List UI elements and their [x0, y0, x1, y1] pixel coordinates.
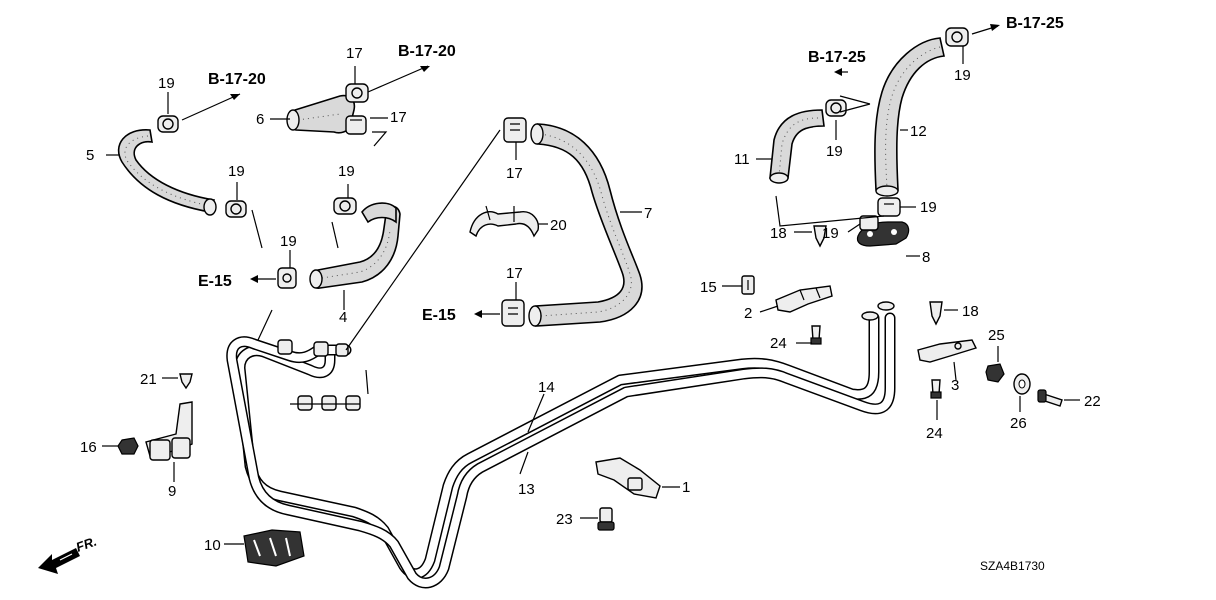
ref-b-17-25-top: B-17-25 [1006, 15, 1064, 32]
hose-4 [309, 202, 401, 289]
clip-17-b [345, 115, 367, 135]
callout-24-b: 24 [926, 425, 943, 442]
callout-19-h: 19 [822, 225, 839, 242]
callout-17-a: 17 [346, 45, 363, 62]
clip-18-a [813, 225, 827, 248]
callout-23: 23 [556, 511, 573, 528]
front-arrow-icon [38, 548, 80, 574]
hose-12 [874, 37, 945, 197]
bolt-24-b [930, 379, 942, 399]
bracket-3 [917, 339, 977, 363]
callout-17-c: 17 [506, 165, 523, 182]
clip-19-g [877, 197, 901, 217]
washer-26 [1013, 373, 1031, 395]
callout-24-a: 24 [770, 335, 787, 352]
callout-1: 1 [682, 479, 690, 496]
callout-19-f: 19 [954, 67, 971, 84]
ref-e-15-left: E-15 [198, 273, 232, 290]
callout-3: 3 [951, 377, 959, 394]
clip-18-b [929, 301, 943, 326]
bolt-22 [1037, 389, 1063, 407]
hose-6 [286, 94, 356, 134]
clip-19-c [333, 197, 357, 215]
ref-b-17-20-top: B-17-20 [398, 43, 456, 60]
callout-15: 15 [700, 279, 717, 296]
callout-22: 22 [1084, 393, 1101, 410]
callout-5: 5 [86, 147, 94, 164]
ref-arrows [181, 24, 1000, 318]
callout-7: 7 [644, 205, 652, 222]
callout-17-d: 17 [506, 265, 523, 282]
clip-15 [741, 275, 755, 295]
pipe-13 [234, 312, 880, 580]
clip-19-h [859, 215, 879, 231]
bracket-1 [595, 457, 661, 499]
callout-19-c: 19 [338, 163, 355, 180]
callout-4: 4 [339, 309, 347, 326]
callout-2: 2 [744, 305, 752, 322]
bracket-2 [775, 285, 833, 313]
callout-21: 21 [140, 371, 157, 388]
front-label: FR. [74, 534, 99, 555]
callout-17-b: 17 [390, 109, 407, 126]
callout-11: 11 [734, 151, 750, 168]
clip-21 [179, 373, 193, 390]
clip-19-f [945, 27, 969, 47]
hose-5 [117, 129, 217, 216]
bolt-24-a [810, 325, 822, 345]
ref-b-17-20-left: B-17-20 [208, 71, 266, 88]
ref-e-15-mid: E-15 [422, 307, 456, 324]
callout-10: 10 [204, 537, 221, 554]
callout-18-b: 18 [962, 303, 979, 320]
callout-25: 25 [988, 327, 1005, 344]
leader-lines [102, 46, 1080, 545]
clip-19-e [825, 99, 847, 117]
callout-16: 16 [80, 439, 97, 456]
callout-19-b: 19 [228, 163, 245, 180]
pipe-fittings-left [277, 339, 361, 411]
callout-19-e: 19 [826, 143, 843, 160]
callout-19-a: 19 [158, 75, 175, 92]
callout-13: 13 [518, 481, 535, 498]
pipe-fittings-right [861, 301, 895, 321]
bracket-9 [145, 401, 193, 461]
nut-16 [117, 437, 139, 455]
hose-7 [528, 123, 643, 327]
ref-b-17-25-mid: B-17-25 [808, 49, 866, 66]
clip-17-a [345, 83, 369, 103]
callout-9: 9 [168, 483, 176, 500]
callout-14: 14 [538, 379, 555, 396]
clamp-10 [243, 529, 305, 567]
bolt-23 [597, 507, 615, 531]
callout-18-a: 18 [770, 225, 787, 242]
callout-12: 12 [910, 123, 927, 140]
clip-19-d [277, 267, 297, 289]
pipe-14 [226, 312, 896, 589]
callout-20: 20 [550, 217, 567, 234]
callout-19-d: 19 [280, 233, 297, 250]
callout-8: 8 [922, 249, 930, 266]
clip-17-d [501, 299, 525, 327]
clip-17-c [503, 117, 527, 143]
hose-11 [769, 109, 825, 184]
callout-26: 26 [1010, 415, 1027, 432]
nut-25 [985, 363, 1005, 383]
callout-6: 6 [256, 111, 264, 128]
callout-19-g: 19 [920, 199, 937, 216]
clamp-20 [469, 205, 539, 238]
clip-19-a [157, 115, 179, 133]
diagram-code: SZA4B1730 [980, 559, 1045, 573]
clip-19-b [225, 200, 247, 218]
